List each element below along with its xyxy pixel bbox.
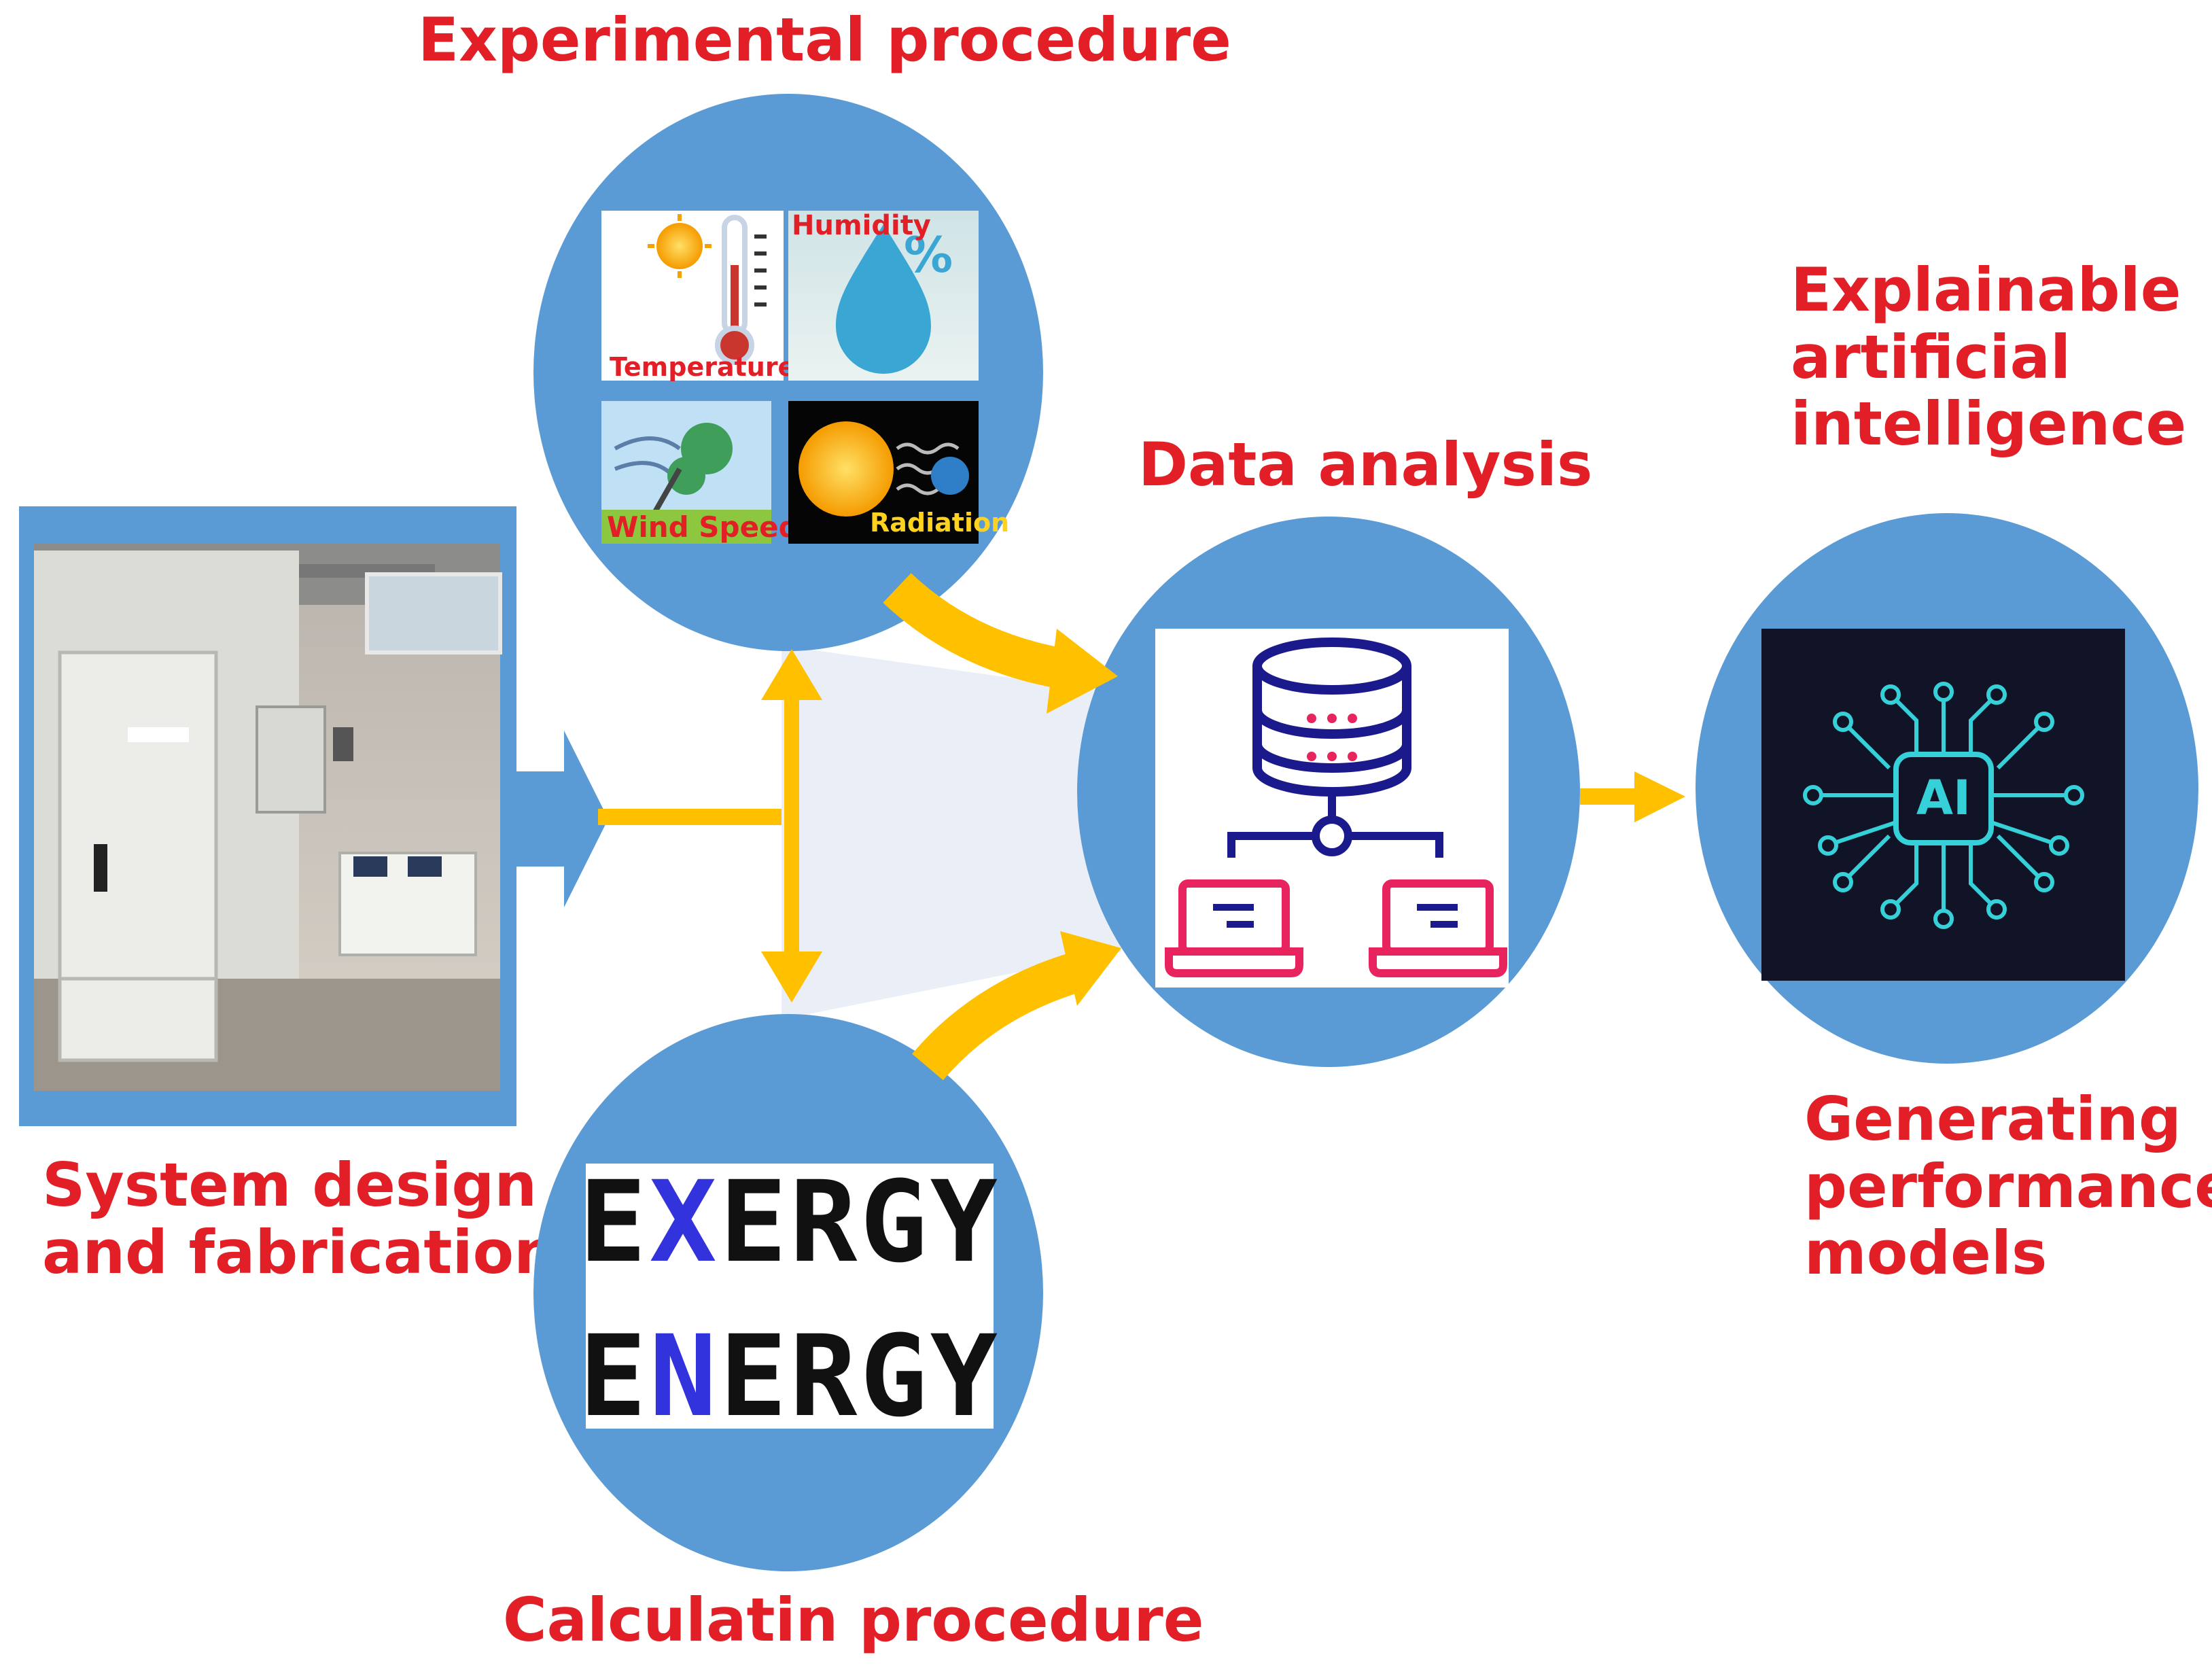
earth-icon xyxy=(931,457,969,495)
sun-icon xyxy=(656,223,703,269)
weather-tiles: Temperature % Humidity Wind Speed Radiat… xyxy=(601,210,1009,544)
data-analysis-label: Data analysis xyxy=(1138,430,1593,500)
laptop-icon-left xyxy=(1165,879,1303,977)
radiation-text: Radiation xyxy=(870,508,1009,538)
center-region xyxy=(782,646,1121,1019)
data-analysis-illustration xyxy=(1155,629,1509,988)
curved-arrow-top xyxy=(883,573,1071,690)
wind-icon xyxy=(614,436,681,474)
network-connector xyxy=(1227,792,1443,858)
down-arrowhead xyxy=(761,952,822,1002)
exergy-text: EXERGY xyxy=(579,1157,1000,1287)
xai-arrowhead xyxy=(1634,771,1685,822)
ai-chip xyxy=(1893,752,1994,845)
temperature-text: Temperature xyxy=(610,352,795,382)
energy-text: ENERGY xyxy=(579,1311,1000,1442)
water-drop-icon xyxy=(836,224,931,374)
humidity-text: Humidity xyxy=(792,210,931,241)
exergy-energy-box: EXERGY ENERGY xyxy=(579,1157,1000,1442)
big-right-arrow xyxy=(516,731,608,907)
circuit-lines xyxy=(1803,682,2084,929)
temperature-tile: Temperature xyxy=(601,211,795,382)
radiation-sun-icon xyxy=(798,421,894,517)
ai-chip-text: AI xyxy=(1916,770,1971,826)
wind-speed-text: Wind Speed xyxy=(607,510,799,544)
wind-speed-tile: Wind Speed xyxy=(601,401,799,544)
ai-chip-illustration: AI xyxy=(1761,629,2125,981)
calculation-procedure-label: Calculatin procedure xyxy=(503,1585,1204,1655)
up-arrowhead xyxy=(761,649,822,700)
curved-arrow-bottom xyxy=(912,952,1083,1081)
humidity-tile: % Humidity xyxy=(788,210,979,381)
flow-arrows xyxy=(598,573,1685,1081)
experimental-procedure-label: Experimental procedure xyxy=(418,5,1231,75)
cold-room-photo xyxy=(34,544,502,1091)
system-photo-block xyxy=(19,506,608,1126)
svg-text:%: % xyxy=(904,226,953,283)
laptop-icon-right xyxy=(1369,879,1507,977)
radiation-tile: Radiation xyxy=(788,401,1009,544)
